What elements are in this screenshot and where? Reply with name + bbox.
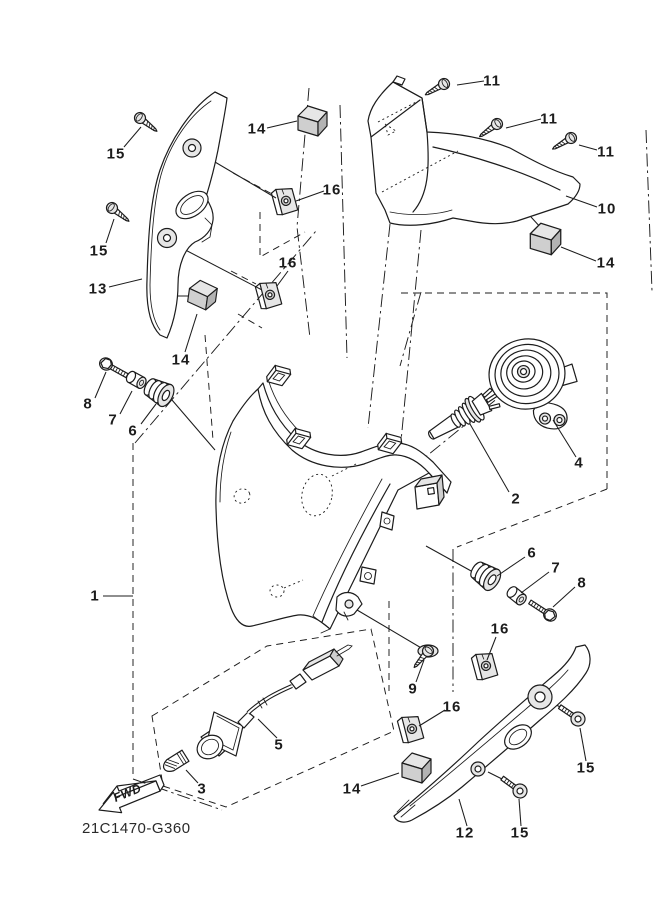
callout-7: 7	[108, 411, 118, 429]
socket-cord-drawing	[196, 644, 353, 760]
callout-12: 12	[455, 824, 475, 842]
callout-4: 4	[574, 454, 584, 472]
callout-15: 15	[106, 145, 126, 163]
callout-7: 7	[551, 559, 561, 577]
callout-9: 9	[408, 680, 418, 698]
callout-11: 11	[597, 143, 615, 161]
callout-15: 15	[89, 242, 109, 260]
callout-10: 10	[597, 200, 617, 218]
fasteners	[96, 75, 589, 802]
headlight-unit-drawing	[215, 362, 452, 634]
callout-8: 8	[83, 395, 93, 413]
headlight-stay-right-drawing	[393, 644, 591, 823]
callout-2: 2	[511, 490, 521, 508]
callout-16: 16	[322, 181, 342, 199]
callout-16: 16	[278, 254, 298, 272]
callout-11: 11	[540, 110, 558, 128]
leader-lines	[94, 80, 598, 827]
meter-visor-drawing	[367, 75, 581, 226]
callout-16: 16	[442, 698, 462, 716]
callout-14: 14	[171, 351, 191, 369]
bulb-cover-drawing	[488, 338, 578, 430]
callout-5: 5	[274, 736, 284, 754]
wedge-bulb-drawing	[162, 749, 190, 772]
callout-6: 6	[527, 544, 537, 562]
callout-15: 15	[576, 759, 596, 777]
fwd-arrow	[98, 774, 165, 814]
callout-14: 14	[596, 254, 616, 272]
callout-13: 13	[88, 280, 108, 298]
callout-14: 14	[247, 120, 267, 138]
callout-11: 11	[483, 72, 501, 90]
diagram-code: 21C1470-G360	[82, 820, 191, 837]
callout-3: 3	[197, 780, 207, 798]
callout-6: 6	[128, 422, 138, 440]
callout-16: 16	[490, 620, 510, 638]
construction-lines	[132, 87, 653, 811]
headlight-stay-left-drawing	[146, 91, 228, 339]
headlight-bulb-drawing	[427, 387, 501, 440]
callout-1: 1	[90, 587, 100, 605]
callout-14: 14	[342, 780, 362, 798]
callout-8: 8	[577, 574, 587, 592]
callout-15: 15	[510, 824, 530, 842]
